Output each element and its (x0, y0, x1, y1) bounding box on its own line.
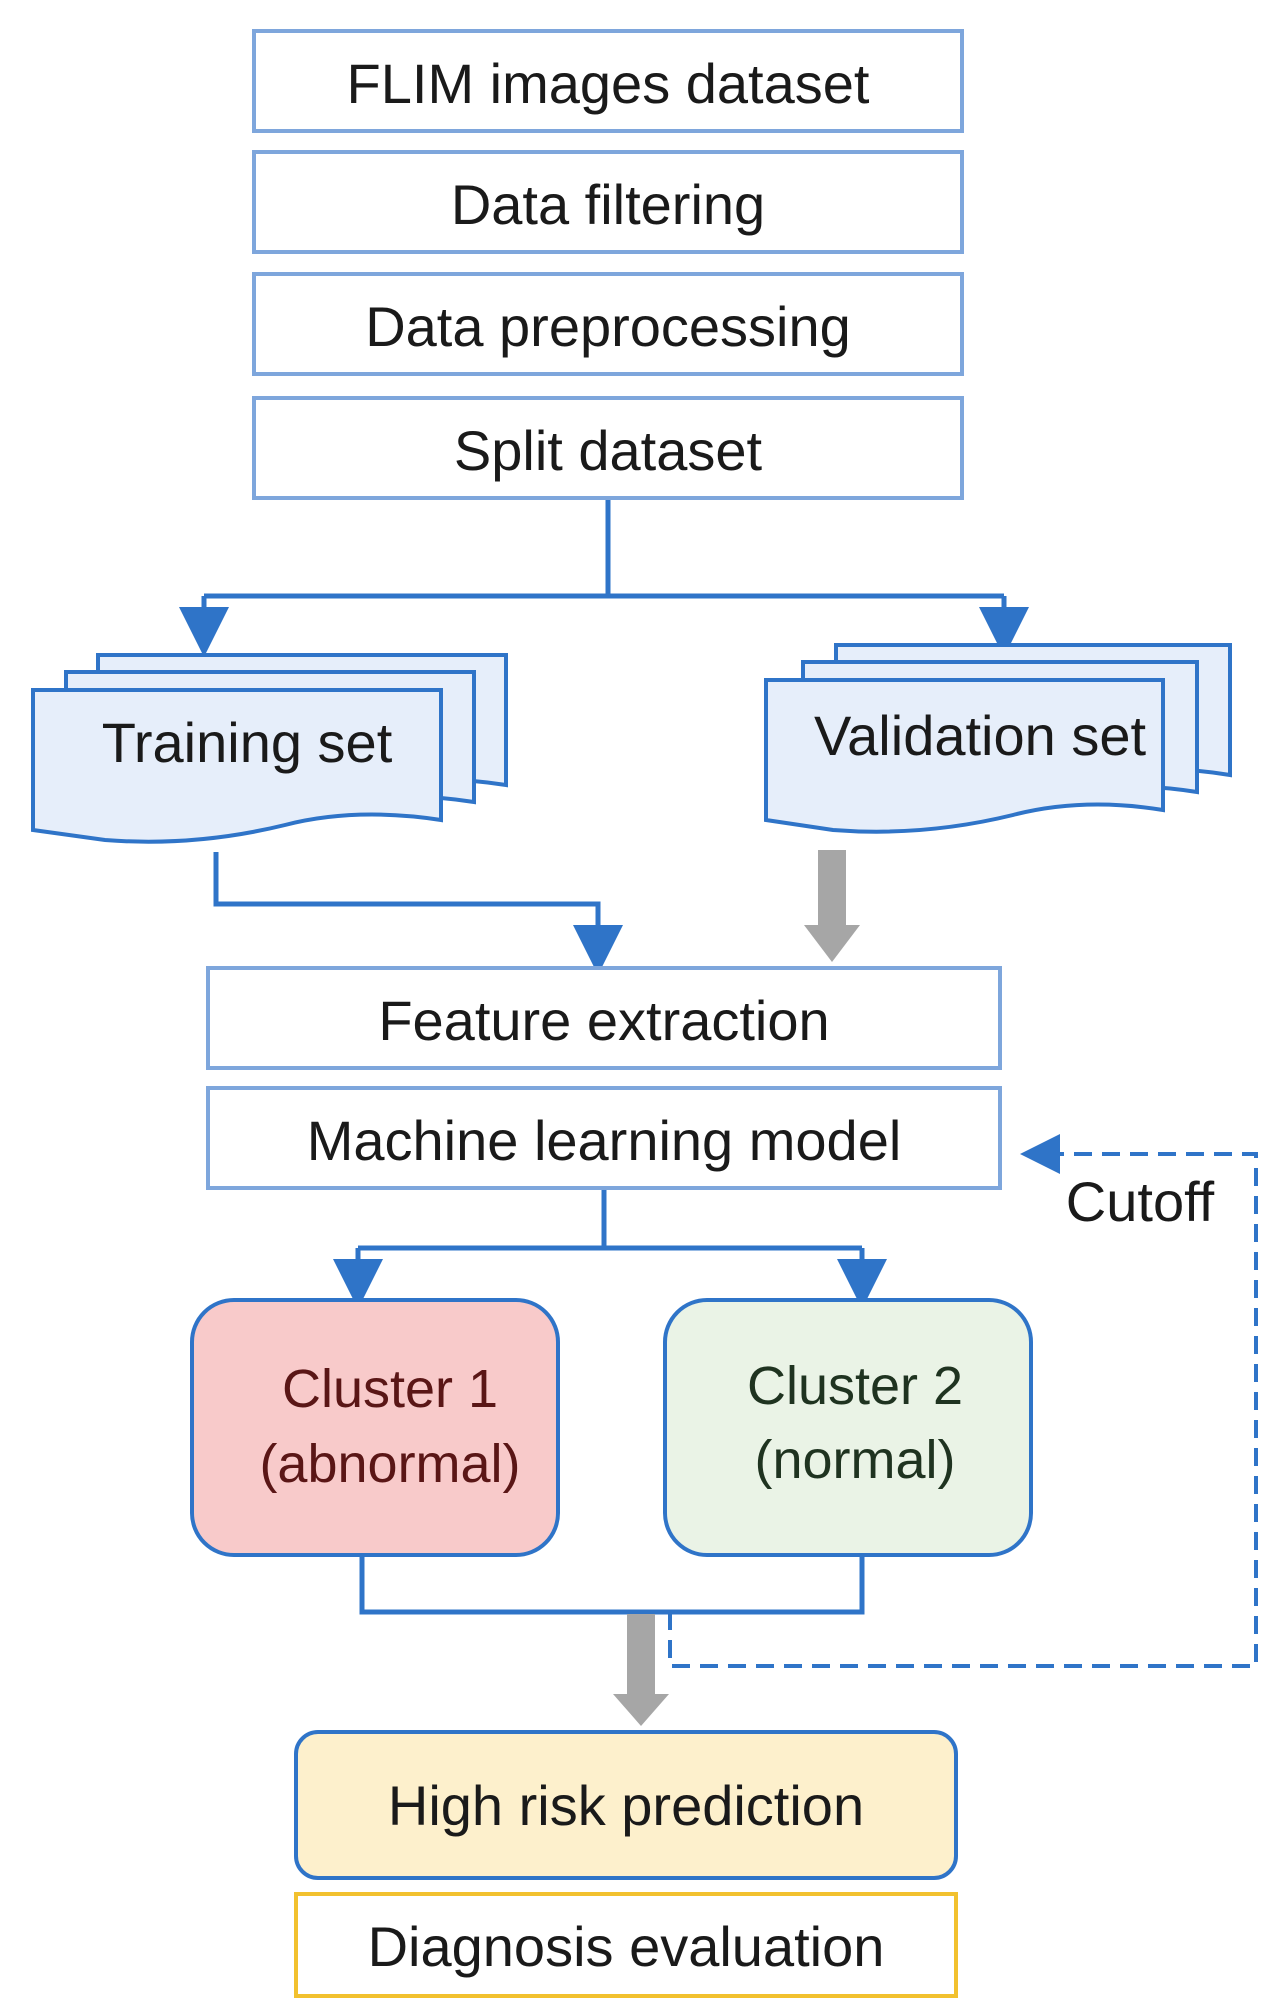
training-set-label: Training set (102, 711, 393, 774)
step-ml-model-label: Machine learning model (307, 1109, 902, 1172)
merge-to-risk-arrow (613, 1614, 669, 1726)
cutoff-label: Cutoff (1066, 1170, 1215, 1233)
step-dataset: FLIM images dataset (252, 29, 964, 133)
validation-to-feature-arrow (804, 850, 860, 962)
split-connector (179, 500, 1029, 657)
cluster-1-title: Cluster 1 (282, 1359, 498, 1419)
step-high-risk-prediction: High risk prediction (294, 1730, 958, 1880)
cluster-2-title: Cluster 2 (747, 1356, 963, 1416)
step-split: Split dataset (252, 396, 964, 500)
cluster-2-subtitle: (normal) (754, 1430, 955, 1490)
step-feature-extraction-label: Feature extraction (378, 989, 829, 1052)
clusters-merge-connector (359, 1557, 865, 1615)
step-filtering-label: Data filtering (451, 173, 765, 236)
step-ml-model: Machine learning model (206, 1086, 1002, 1190)
validation-set-label: Validation set (814, 704, 1147, 767)
step-filtering: Data filtering (252, 150, 964, 254)
step-diagnosis-evaluation: Diagnosis evaluation (294, 1892, 958, 1998)
step-dataset-label: FLIM images dataset (347, 52, 870, 115)
step-preprocessing: Data preprocessing (252, 272, 964, 376)
model-to-clusters-connector (333, 1190, 887, 1309)
step-feature-extraction: Feature extraction (206, 966, 1002, 1070)
cluster-2-box: Cluster 2 (normal) (663, 1298, 1033, 1557)
step-preprocessing-label: Data preprocessing (365, 295, 851, 358)
step-diagnosis-label: Diagnosis evaluation (368, 1915, 885, 1978)
cluster-1-box: Cluster 1 (abnormal) (190, 1298, 560, 1557)
training-to-feature-arrow (213, 852, 623, 975)
step-split-label: Split dataset (454, 419, 763, 482)
training-set-document: Training set (31, 653, 508, 844)
cluster-1-subtitle: (abnormal) (259, 1434, 520, 1494)
cutoff-feedback-loop (668, 1134, 1258, 1668)
validation-set-document: Validation set (764, 643, 1232, 834)
step-high-risk-label: High risk prediction (388, 1774, 864, 1837)
